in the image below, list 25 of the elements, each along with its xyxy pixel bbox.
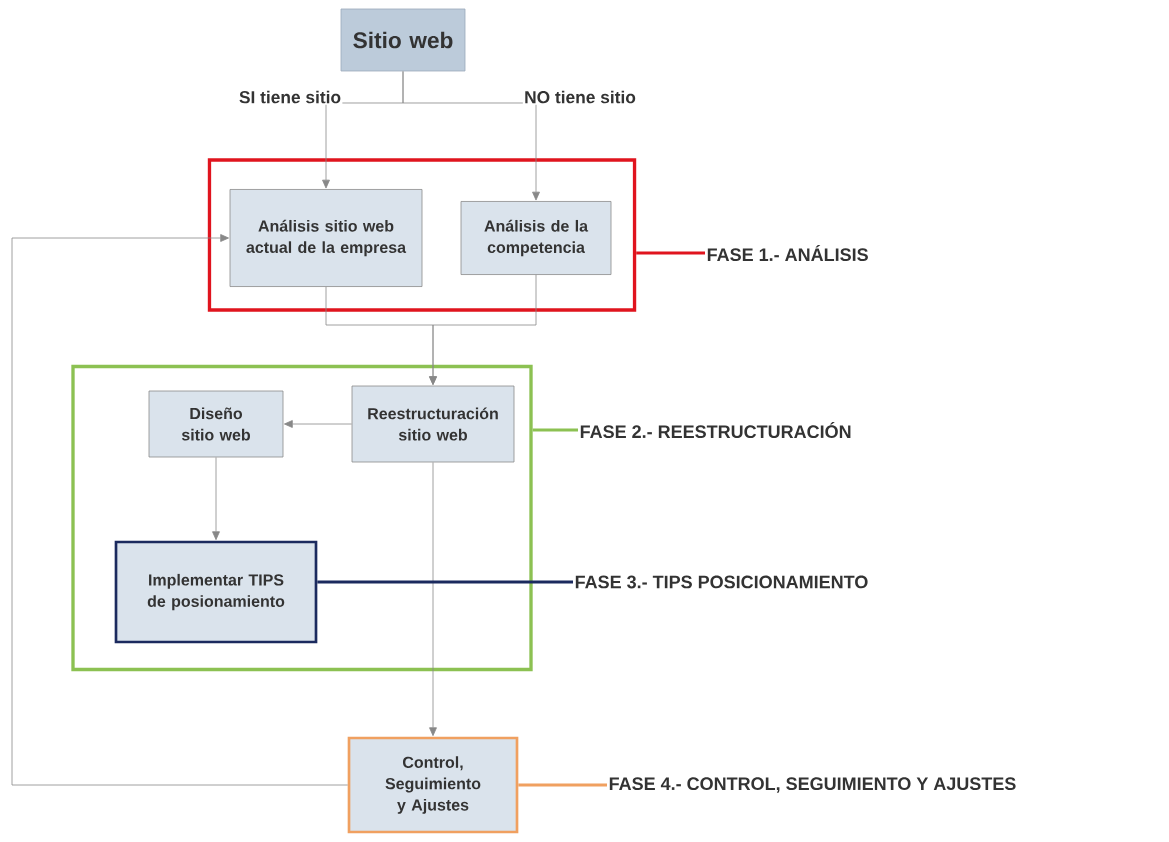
process-box: Sitio web [340, 8, 466, 72]
leader-line [532, 428, 578, 432]
phase-label: FASE 4.- CONTROL, SEGUIMIENTO Y AJUSTES [609, 777, 1016, 793]
arrow [11, 234, 349, 786]
leader-line [636, 251, 705, 255]
process-box: Implementar TIPS de posionamiento [114, 540, 318, 644]
process-box: Diseño sitio web [148, 390, 284, 458]
phase-label: FASE 1.- ANÁLISIS [707, 244, 868, 262]
phase-frame [71, 364, 533, 672]
phase-label: FASE 2.- REESTRUCTURACIÓN [580, 421, 851, 439]
phase-label: FASE 3.- TIPS POSICIONAMIENTO [575, 575, 868, 589]
process-box: Análisis sitio web actual de la empresa [229, 189, 423, 287]
arrow [212, 457, 220, 541]
process-box: Análisis de la competencia [460, 201, 612, 275]
arrow [284, 420, 352, 428]
arrow [402, 71, 540, 201]
leader-line [518, 783, 607, 787]
phase-frame [207, 158, 637, 312]
arrow [429, 462, 437, 737]
arrow [429, 274, 537, 385]
process-box: Reestructuración sitio web [351, 385, 515, 463]
process-box: Control, Seguimiento y Ajustes [347, 736, 519, 834]
edge-label: NO tiene sitio [522, 89, 638, 105]
edge-label: SI tiene sitio [237, 89, 343, 105]
leader-line [317, 580, 573, 584]
